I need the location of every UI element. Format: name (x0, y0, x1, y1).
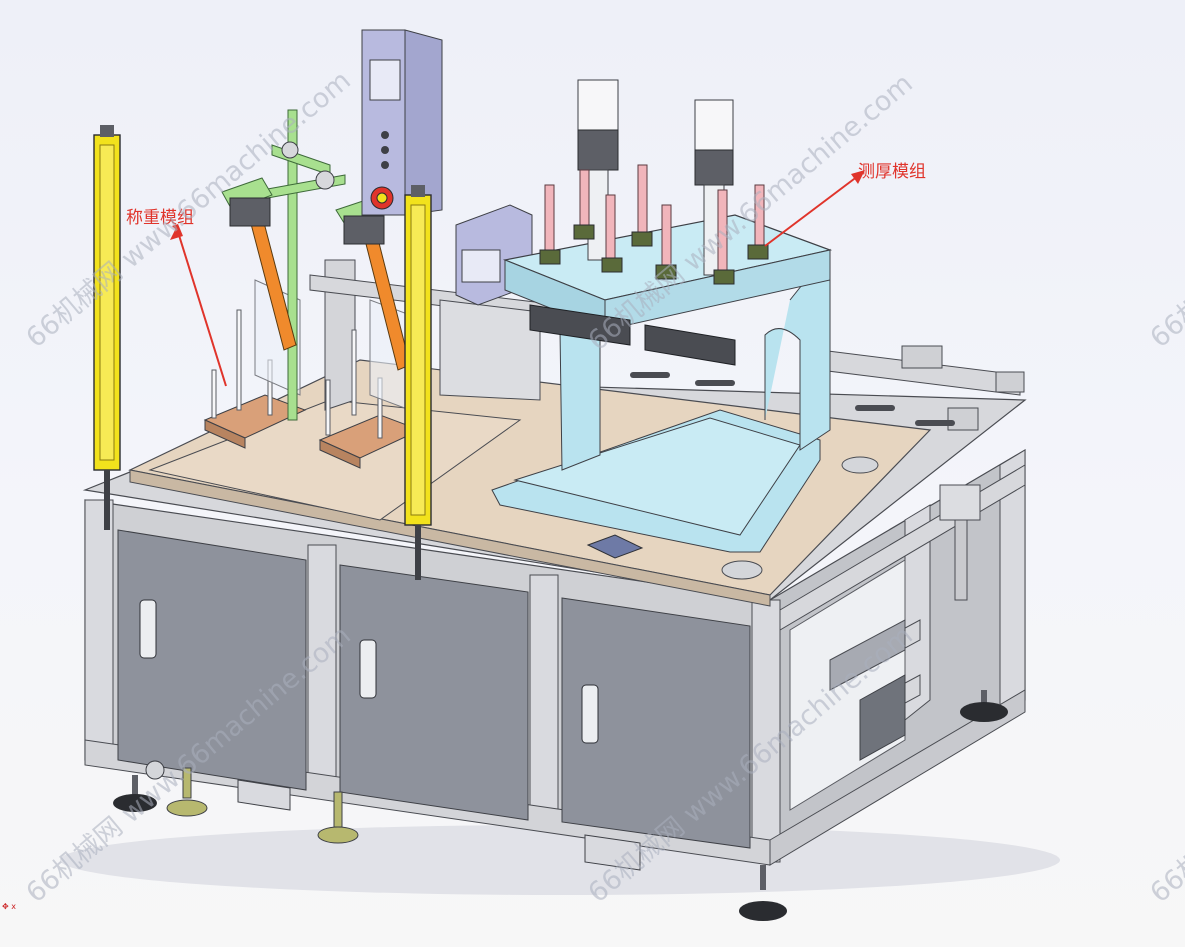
side-interior (789, 484, 981, 811)
corner-mark: ✥ x (2, 902, 16, 911)
light-curtain-left (93, 125, 121, 530)
axis-triad-icon: ✥ (2, 902, 9, 911)
light-curtain-right (404, 185, 432, 580)
camera-stand (261, 109, 346, 421)
sensor-arms (221, 177, 411, 371)
floor-shadow (60, 825, 1060, 895)
cabinet-doors (117, 529, 751, 849)
corner-mark-text: x (11, 902, 16, 911)
machine-feet (113, 690, 1008, 921)
thickness-module-leader (764, 175, 859, 247)
control-tower (361, 29, 443, 216)
weigh-module-leader (177, 231, 227, 387)
weigh-module-arrowhead (170, 228, 183, 240)
weigh-module-label: 称重模组 (126, 208, 194, 228)
thickness-module-arrowhead (851, 170, 865, 184)
thickness-module-label: 测厚模组 (858, 162, 926, 182)
thickness-module (491, 79, 833, 553)
